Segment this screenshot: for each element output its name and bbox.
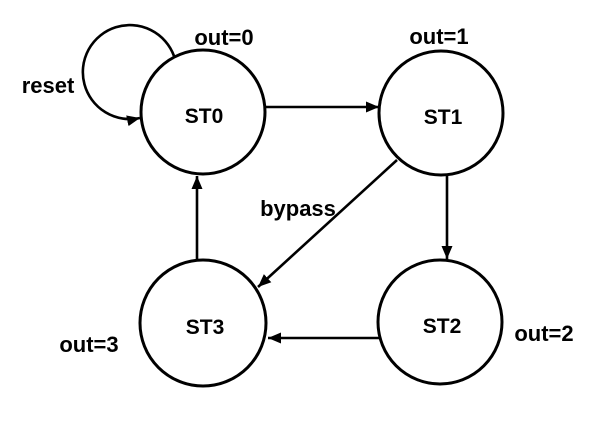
state-st2-label: ST2: [423, 315, 462, 338]
state-st2-output-label: out=2: [514, 321, 573, 346]
state-st0-label: ST0: [185, 105, 224, 128]
state-st1-label: ST1: [424, 106, 463, 129]
state-st3-output-label: out=3: [59, 332, 118, 357]
transition-st1-st3-bypass-edge: [257, 159, 398, 288]
state-st0-output-label: out=0: [194, 25, 253, 50]
state-st2-circle: [376, 258, 504, 386]
state-st0: ST0 out=0: [139, 25, 267, 176]
state-st1: ST1 out=1: [377, 24, 505, 177]
state-st3: ST3 out=3: [59, 258, 268, 388]
state-st3-label: ST3: [186, 316, 225, 339]
transition-st0-st0-reset-edge: [81, 23, 176, 127]
state-st1-circle: [377, 49, 505, 177]
state-st2: ST2 out=2: [376, 258, 574, 386]
transition-reset-label: reset: [22, 73, 75, 98]
state-st3-circle: [138, 258, 268, 388]
state-st0-circle: [139, 48, 267, 176]
state-st1-output-label: out=1: [409, 24, 468, 49]
transition-bypass-label: bypass: [260, 196, 336, 221]
